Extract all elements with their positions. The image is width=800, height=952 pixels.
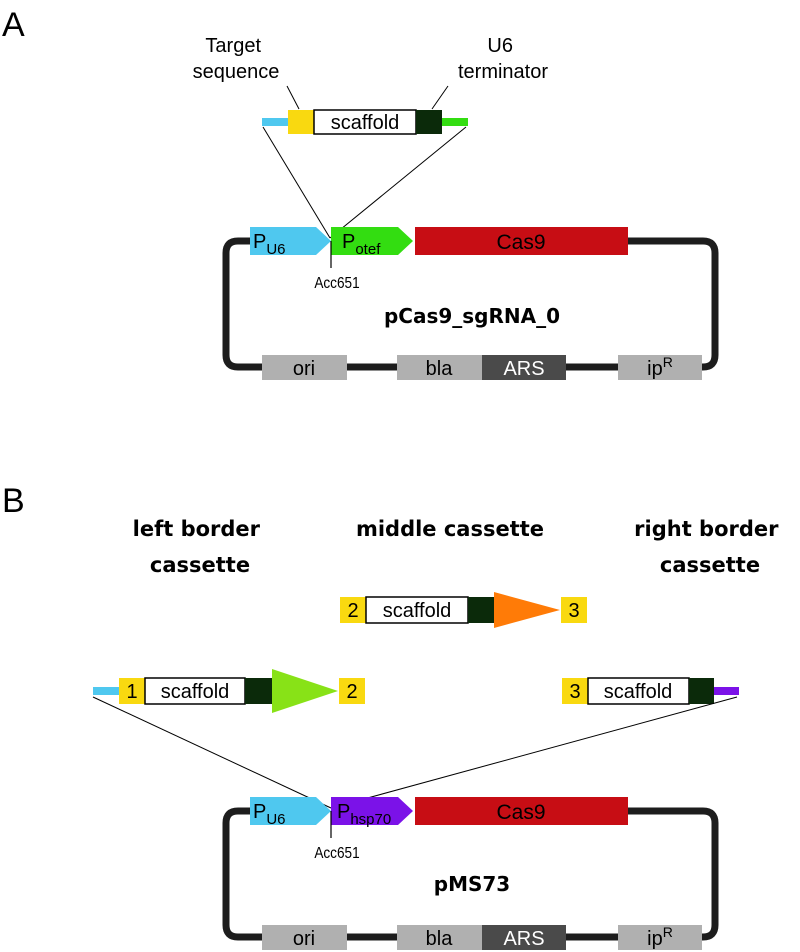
- left-promoter-triangle: [272, 669, 338, 713]
- mid-terminator-block: [468, 597, 494, 623]
- ori-label: ori: [293, 358, 315, 380]
- ipr-element-b: [618, 925, 702, 950]
- scaffold-label: scaffold: [331, 112, 400, 134]
- left-num-box-right: [339, 678, 365, 704]
- bla-label-b: bla: [426, 928, 454, 950]
- plasmid-b-name: pMS73: [434, 872, 510, 896]
- cas9-label-b: Cas9: [496, 801, 545, 824]
- left-terminator-block: [245, 678, 272, 704]
- ars-label: ARS: [503, 358, 544, 380]
- mid-num-box-left: [340, 597, 366, 623]
- mid-num-right: 3: [568, 600, 579, 622]
- cas9-gene: [415, 227, 628, 255]
- panel-a-letter: A: [2, 6, 25, 44]
- right-scaffold-block: [587, 677, 690, 705]
- acc651-site-label: Acc651: [314, 275, 359, 292]
- promoter-otef-label: Potef: [342, 231, 381, 258]
- middle-cassette-title: middle cassette: [356, 517, 544, 541]
- ipr-label: ipR: [647, 354, 673, 380]
- insertion-line-left: [262, 126, 331, 239]
- cas9-gene-b: [415, 797, 628, 825]
- bla-gene: [397, 355, 482, 380]
- insert-right-flank: [442, 118, 468, 126]
- ori-label-b: ori: [293, 928, 315, 950]
- ipr-label-b: ipR: [647, 924, 673, 950]
- promoter-hsp70-label: Phsp70: [337, 801, 391, 828]
- promoter-hsp70-arrow: [331, 797, 413, 825]
- left-num-left: 1: [126, 681, 137, 703]
- ars-label-b: ARS: [503, 928, 544, 950]
- ars-element-b: [482, 925, 566, 950]
- left-num-box-left: [119, 678, 145, 704]
- promoter-u6-label-b: PU6: [253, 801, 286, 828]
- terminator-leader-line: [431, 85, 449, 110]
- promoter-otef-arrow: [331, 227, 413, 255]
- right-terminator-block: [689, 678, 714, 704]
- left-border-cassette-title: left border cassette: [133, 517, 268, 577]
- left-blue-flank: [93, 687, 119, 695]
- u6-terminator-block: [416, 110, 442, 134]
- promoter-u6-arrow: [250, 227, 331, 255]
- insertion-line-left-b: [92, 696, 332, 809]
- right-border-cassette-title: right border cassette: [634, 517, 786, 577]
- target-sequence-label: Target sequence: [193, 35, 280, 83]
- mid-scaffold-label: scaffold: [383, 600, 452, 622]
- promoter-u6-arrow-b: [250, 797, 331, 825]
- insert-left-flank: [262, 118, 288, 126]
- right-scaffold-label: scaffold: [604, 681, 673, 703]
- scaffold-block: [313, 109, 417, 135]
- left-scaffold-block: [144, 677, 246, 705]
- right-num-left: 3: [569, 681, 580, 703]
- left-num-right: 2: [346, 681, 357, 703]
- mid-num-box-right: [561, 597, 587, 623]
- mid-scaffold-block: [365, 596, 469, 624]
- panel-b-letter: B: [2, 482, 25, 520]
- ipr-element: [618, 355, 702, 380]
- mid-promoter-triangle: [494, 592, 560, 628]
- insertion-line-right: [329, 126, 467, 239]
- mid-num-left: 2: [347, 600, 358, 622]
- target-sequence-block: [288, 110, 314, 134]
- ori-element: [262, 355, 347, 380]
- acc651-site-label-b: Acc651: [314, 845, 359, 862]
- right-num-box-left: [562, 678, 588, 704]
- promoter-u6-label: PU6: [253, 231, 286, 258]
- left-scaffold-label: scaffold: [161, 681, 230, 703]
- insertion-line-right-b: [330, 696, 738, 809]
- plasmid-a-name: pCas9_sgRNA_0: [384, 304, 560, 328]
- bla-gene-b: [397, 925, 482, 950]
- right-purple-flank: [714, 687, 739, 695]
- ars-element: [482, 355, 566, 380]
- cas9-label: Cas9: [496, 231, 545, 254]
- u6-terminator-label: U6 terminator: [458, 35, 548, 83]
- bla-label: bla: [426, 358, 454, 380]
- ori-element-b: [262, 925, 347, 950]
- target-leader-line: [286, 85, 300, 110]
